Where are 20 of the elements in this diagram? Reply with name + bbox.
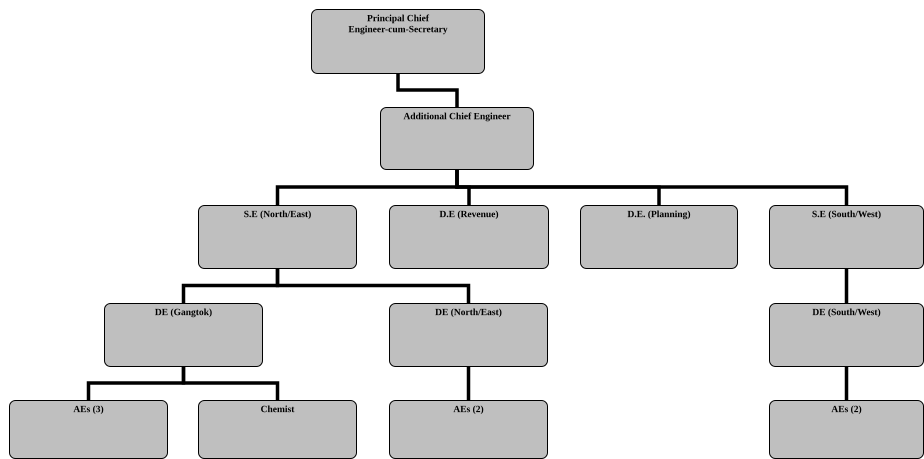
- connector-line: [182, 367, 280, 400]
- org-box: Chemist: [198, 400, 357, 459]
- connector-line: [844, 269, 848, 303]
- connector-line: [455, 170, 848, 205]
- org-box: AEs (2): [389, 400, 548, 459]
- connector-line: [396, 74, 459, 107]
- connector-line: [276, 269, 470, 303]
- org-box: S.E (North/East): [198, 205, 357, 269]
- org-box: DE (North/East): [389, 303, 548, 367]
- org-box: D.E (Revenue): [389, 205, 549, 269]
- connector-line: [466, 367, 470, 400]
- org-box: D.E. (Planning): [580, 205, 738, 269]
- org-box: AEs (3): [9, 400, 168, 459]
- org-box: S.E (South/West): [769, 205, 924, 269]
- org-box: AEs (2): [769, 400, 924, 459]
- org-box: Additional Chief Engineer: [380, 107, 534, 170]
- org-box: Principal Chief Engineer-cum-Secretary: [311, 9, 485, 74]
- org-box: DE (South/West): [769, 303, 924, 367]
- connector-line: [844, 367, 848, 400]
- org-box: DE (Gangtok): [104, 303, 263, 367]
